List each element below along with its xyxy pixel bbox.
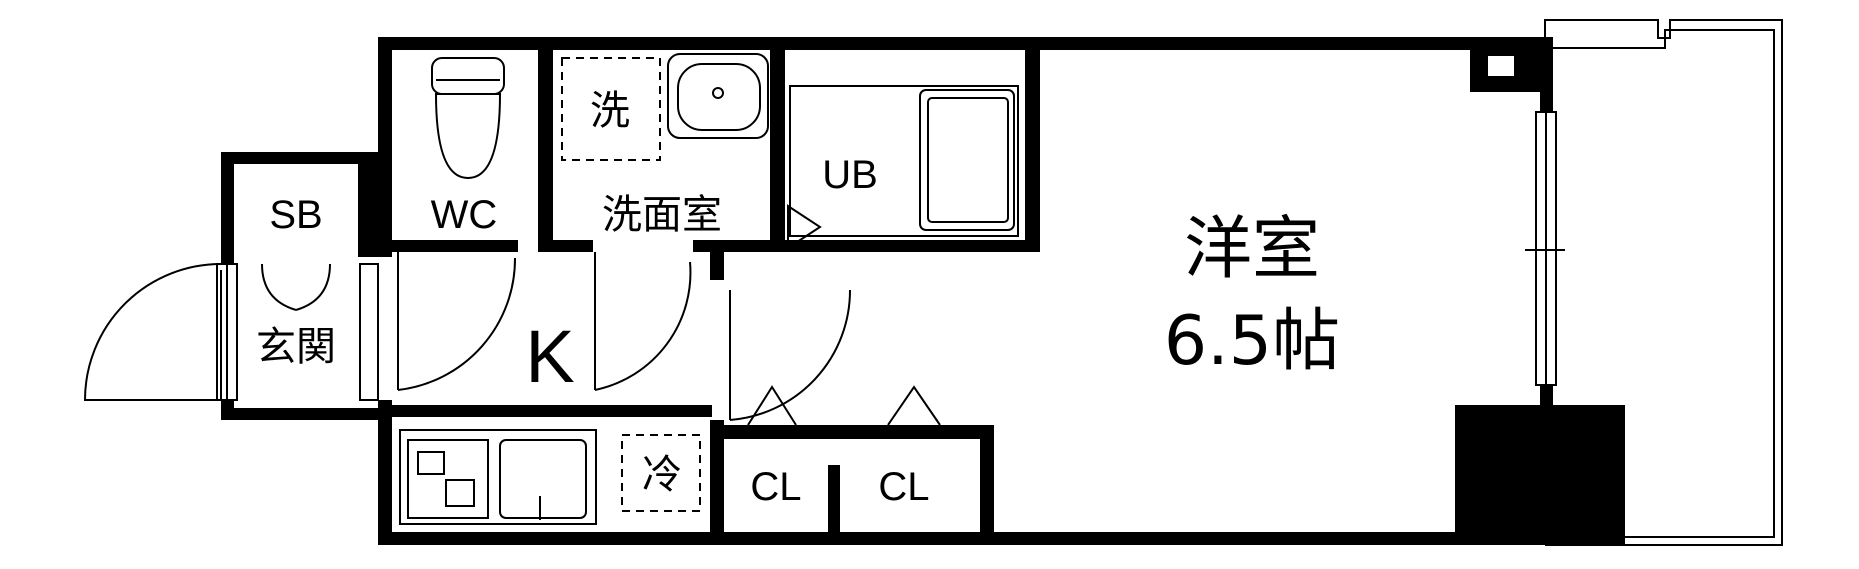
label-washer: 洗 xyxy=(590,88,630,134)
label-genkan: 玄関 xyxy=(256,324,336,370)
ub-step-mark xyxy=(787,204,822,250)
closet-doors xyxy=(744,385,972,433)
label-kitchen: K xyxy=(525,315,574,398)
label-closet-1: CL xyxy=(750,465,801,509)
label-closet-2: CL xyxy=(878,465,929,509)
doors xyxy=(83,252,852,421)
label-shoebox: SB xyxy=(269,193,322,237)
label-senmenshitsu: 洗面室 xyxy=(602,192,722,238)
label-western-room: 洋室 xyxy=(1184,210,1320,289)
label-unit-bath: UB xyxy=(822,153,878,197)
balcony xyxy=(1544,19,1783,546)
washer-space xyxy=(561,57,661,161)
kitchen-counter xyxy=(399,429,597,525)
label-fridge: 冷 xyxy=(642,452,682,498)
label-wc: WC xyxy=(431,193,498,237)
washbasin-fixture xyxy=(667,53,769,139)
bathtub-fixture xyxy=(789,85,1019,237)
walls xyxy=(221,37,1625,545)
label-western-room-size: 6.5帖 xyxy=(1164,302,1340,381)
toilet-fixture xyxy=(431,57,505,180)
fridge-space xyxy=(621,434,701,512)
